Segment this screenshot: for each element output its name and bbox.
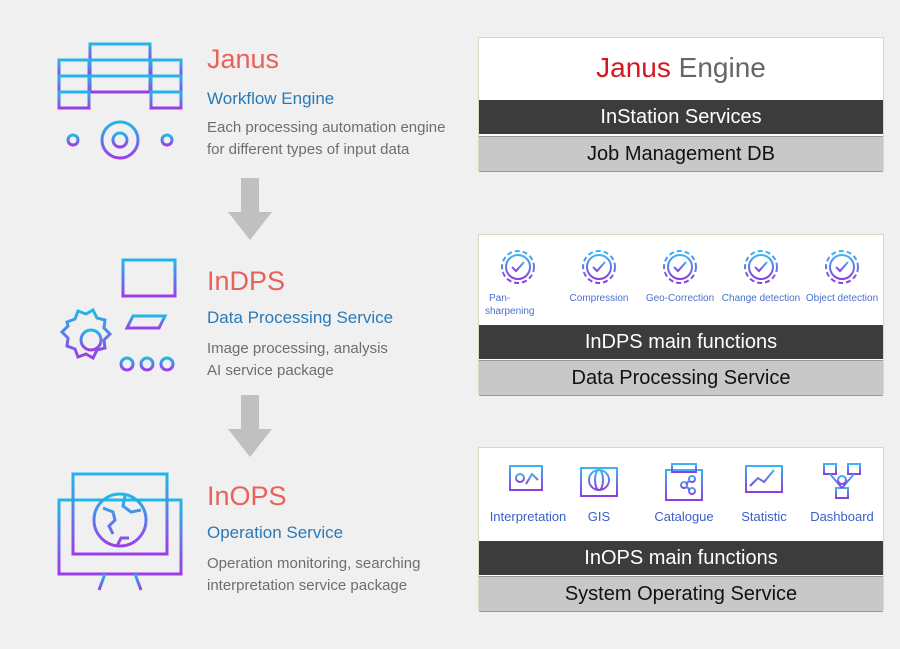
function-geo-correction: Geo-Correction <box>639 247 721 305</box>
gear-check-icon <box>663 250 697 284</box>
janus-engine-panel: Janus Engine InStation Services Job Mana… <box>478 37 884 172</box>
section-title: InOPS <box>207 481 287 511</box>
gear-document-icon <box>55 258 185 378</box>
section-title: InDPS <box>207 266 286 296</box>
section-description: Each processing automation engine for di… <box>207 119 446 158</box>
function-object-detection: Object detection <box>801 247 883 305</box>
function-pan-sharpening: Pan- sharpening <box>477 247 559 318</box>
down-arrow-icon <box>228 178 272 245</box>
indps-main-functions-bar: InDPS main functions <box>479 325 883 359</box>
statistic-icon <box>745 465 783 501</box>
function-dashboard: Dashboard <box>797 460 887 524</box>
section-subtitle: Workflow Engine <box>207 89 335 108</box>
data-processing-service-bar: Data Processing Service <box>479 360 883 396</box>
engine-title: Janus Engine <box>596 52 766 83</box>
section-title: Janus <box>207 44 280 74</box>
interpretation-icon <box>509 464 545 499</box>
function-change-detection: Change detection <box>720 247 802 305</box>
catalogue-icon <box>665 463 703 501</box>
function-statistic: Statistic <box>719 460 809 524</box>
down-arrow-icon <box>228 395 272 462</box>
gear-check-icon <box>825 250 859 284</box>
globe-icon <box>580 467 618 497</box>
gear-check-icon <box>501 250 535 284</box>
monitor-globe-icon <box>55 470 185 595</box>
gear-check-icon <box>582 250 616 284</box>
system-operating-service-bar: System Operating Service <box>479 576 883 612</box>
function-interpretation: Interpretation <box>483 460 573 524</box>
section-subtitle: Data Processing Service <box>207 308 394 327</box>
inops-panel: Interpretation GIS Catalogue Statistic D… <box>478 447 887 612</box>
job-management-db-bar: Job Management DB <box>479 136 883 172</box>
dashboard-icon <box>823 463 861 499</box>
section-subtitle: Operation Service <box>207 523 344 542</box>
section-description: Image processing, analysis AI service pa… <box>207 340 388 379</box>
inops-main-functions-bar: InOPS main functions <box>479 541 883 575</box>
function-catalogue: Catalogue <box>639 460 729 524</box>
function-gis: GIS <box>554 460 644 524</box>
server-gear-icon <box>55 40 185 165</box>
gear-check-icon <box>744 250 778 284</box>
function-compression: Compression <box>558 247 640 305</box>
instation-services-bar: InStation Services <box>479 100 883 134</box>
section-description: Operation monitoring, searching interpre… <box>207 555 421 594</box>
indps-panel: Pan- sharpening Compression Geo-Correcti… <box>477 234 884 396</box>
